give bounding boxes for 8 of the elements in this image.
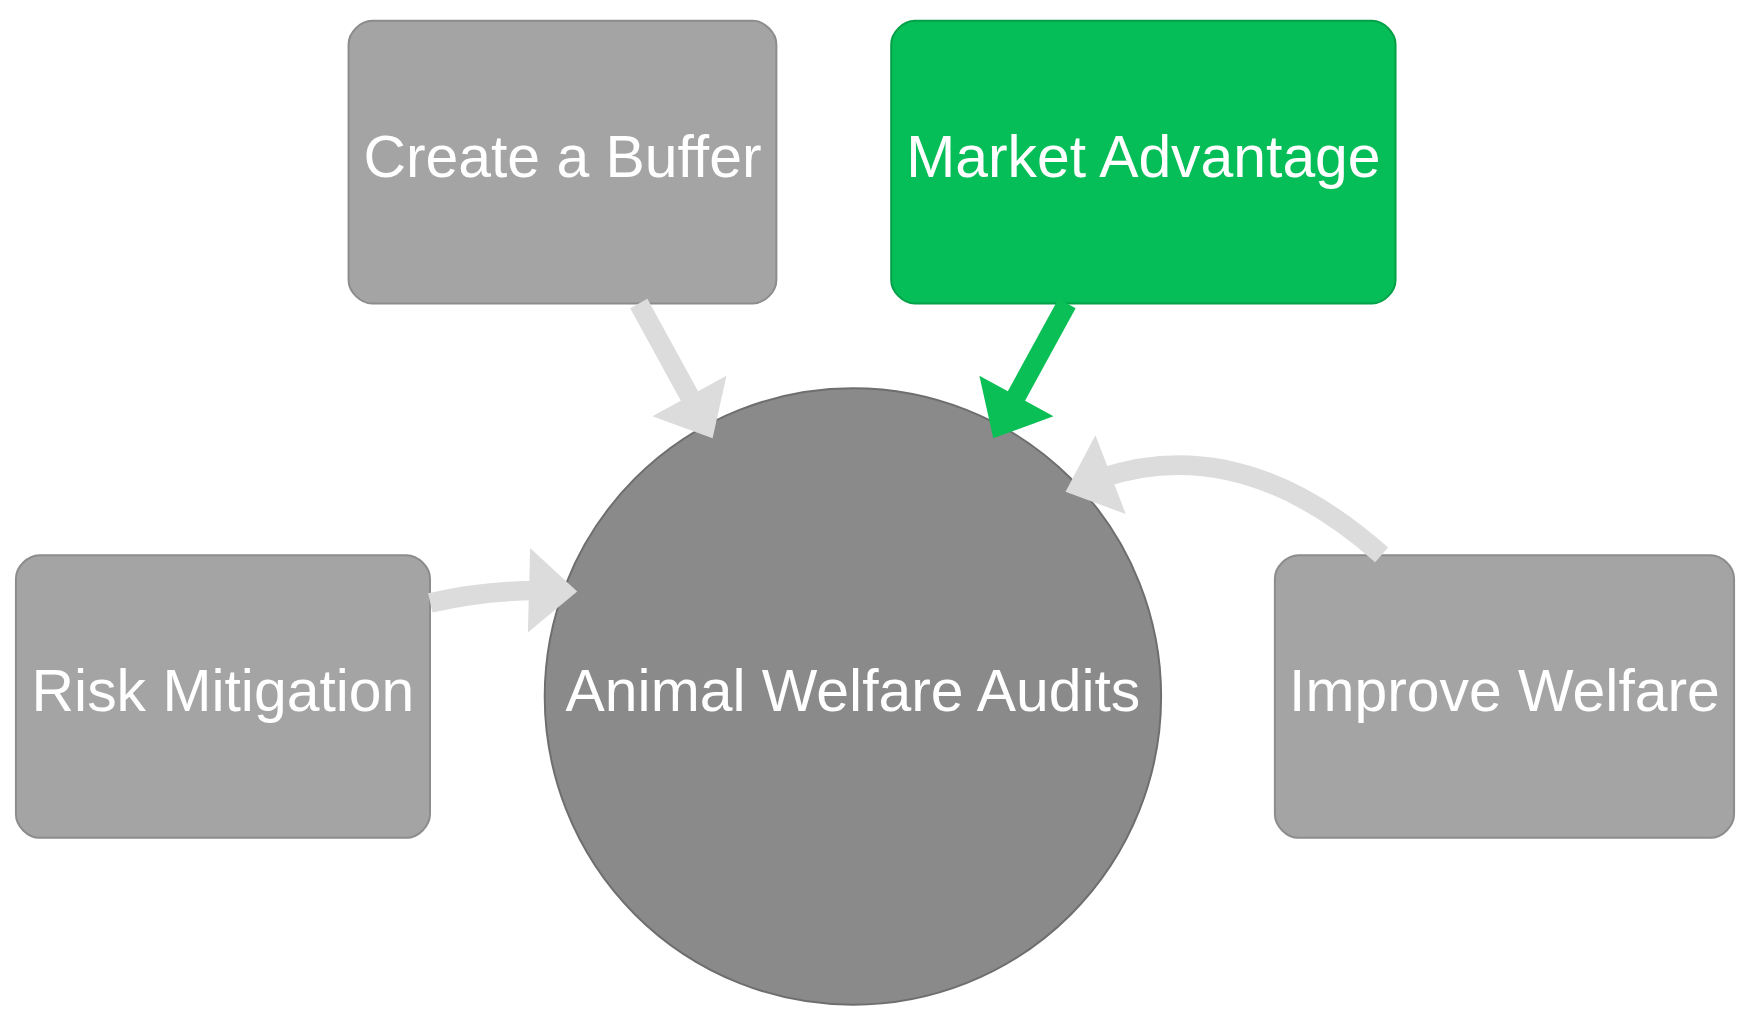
arrow <box>1065 434 1388 562</box>
node-box: Improve Welfare <box>1273 553 1736 839</box>
node-box: Market Advantage <box>890 19 1397 304</box>
node-box: Create a Buffer <box>347 19 778 304</box>
arrow <box>428 547 578 632</box>
arrow <box>630 298 727 438</box>
node-circle: Animal Welfare Audits <box>543 386 1163 1006</box>
node-box: Risk Mitigation <box>14 553 431 839</box>
